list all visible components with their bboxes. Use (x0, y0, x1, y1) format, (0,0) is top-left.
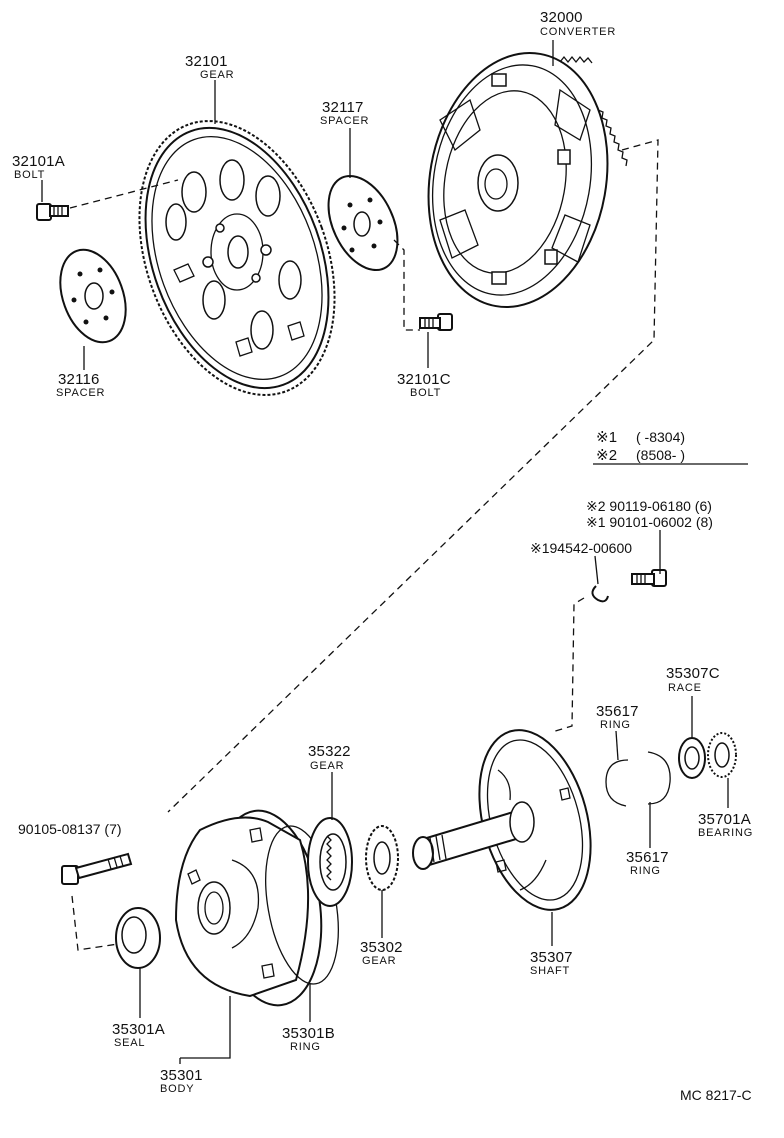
spacer-32116-drawing (59, 248, 127, 344)
drive-gear-35302-drawing (365, 825, 399, 891)
svg-text:32101C: 32101C (397, 371, 451, 388)
seal-ring-upper-drawing (605, 759, 629, 807)
svg-text:35301: 35301 (160, 1067, 203, 1084)
stator-shaft-35307-drawing (412, 729, 592, 911)
label-spacer-32116: 32116 SPACER (56, 371, 105, 399)
svg-text:35701A: 35701A (698, 811, 751, 828)
label-bolt-90101: ※1 90101-06002 (8) (586, 514, 713, 530)
leader-lines (41, 40, 748, 1064)
svg-text:35301A: 35301A (112, 1021, 165, 1038)
svg-text:GEAR: GEAR (200, 69, 234, 81)
svg-text:RING: RING (290, 1041, 321, 1053)
pump-body-drawing (174, 809, 323, 1007)
label-o-ring: 35301B RING (282, 1025, 335, 1053)
bolt-32101c-drawing (419, 313, 453, 331)
label-body: 35301 BODY (160, 1067, 203, 1095)
svg-text:35307: 35307 (530, 949, 573, 966)
label-gear: 32101 GEAR (185, 53, 234, 81)
svg-text:GEAR: GEAR (362, 955, 396, 967)
figure-code: MC 8217-C (680, 1087, 752, 1103)
flex-plate-gear-drawing (138, 120, 336, 396)
label-ring-lower: 35617 RING (626, 849, 669, 877)
label-bearing: 35701A BEARING (698, 811, 753, 839)
svg-text:BODY: BODY (160, 1083, 194, 1095)
label-ring-upper: 35617 RING (596, 703, 639, 731)
label-bolt-32101a: 32101A BOLT (12, 153, 65, 181)
svg-text:35302: 35302 (360, 939, 403, 956)
label-race: 35307C RACE (666, 665, 720, 694)
svg-text:BEARING: BEARING (698, 827, 753, 839)
svg-text:SPACER: SPACER (320, 115, 369, 127)
serial-range-legend: ※1 ( -8304) ※2 (8508- ) (596, 429, 685, 464)
label-clip-194542: ※194542-00600 (530, 540, 632, 556)
svg-text:BOLT: BOLT (14, 169, 45, 181)
svg-text:32117: 32117 (322, 99, 364, 116)
svg-text:SEAL: SEAL (114, 1037, 145, 1049)
svg-text:RING: RING (630, 865, 661, 877)
svg-text:32101: 32101 (185, 53, 228, 70)
label-drive-gear: 35302 GEAR (360, 939, 403, 967)
bearing-drawing (707, 732, 737, 778)
svg-text:35307C: 35307C (666, 665, 720, 682)
svg-text:35322: 35322 (308, 743, 351, 760)
label-seal: 35301A SEAL (112, 1021, 165, 1049)
torque-converter-drawing (427, 52, 628, 308)
svg-text:SPACER: SPACER (56, 387, 105, 399)
svg-text:SHAFT: SHAFT (530, 965, 570, 977)
label-shaft: 35307 SHAFT (530, 949, 573, 977)
clip-194542-drawing (591, 585, 609, 603)
label-driven-gear: 35322 GEAR (308, 743, 351, 772)
svg-text:32116: 32116 (58, 371, 100, 388)
seal-ring-lower-drawing (647, 751, 671, 805)
svg-text:32000: 32000 (540, 9, 583, 26)
driven-gear-35322-drawing (307, 817, 353, 907)
label-converter: 32000 CONVERTER (540, 9, 616, 38)
race-drawing (678, 737, 706, 779)
label-pump-bolt: 90105-08137 (7) (18, 821, 122, 837)
spacer-32117-drawing (327, 174, 399, 272)
svg-text:RING: RING (600, 719, 631, 731)
svg-text:GEAR: GEAR (310, 760, 344, 772)
svg-text:35617: 35617 (596, 703, 639, 720)
label-bolt-32101c: 32101C BOLT (397, 371, 451, 399)
svg-text:35617: 35617 (626, 849, 669, 866)
svg-text:※2: ※2 (596, 447, 617, 464)
label-spacer-32117: 32117 SPACER (320, 99, 369, 127)
pump-bolt-drawing (61, 852, 133, 885)
svg-text:※1: ※1 (596, 429, 617, 446)
oil-seal-drawing (115, 907, 161, 969)
svg-text:( -8304): ( -8304) (636, 429, 685, 445)
svg-text:35301B: 35301B (282, 1025, 335, 1042)
svg-text:BOLT: BOLT (410, 387, 441, 399)
svg-text:(8508- ): (8508- ) (636, 447, 685, 463)
svg-text:32101A: 32101A (12, 153, 65, 170)
svg-text:RACE: RACE (668, 682, 702, 694)
svg-text:CONVERTER: CONVERTER (540, 26, 616, 38)
label-bolt-90119: ※2 90119-06180 (6) (586, 498, 712, 514)
bolt-90101-drawing (631, 569, 667, 587)
bolt-32101a-drawing (36, 203, 69, 221)
